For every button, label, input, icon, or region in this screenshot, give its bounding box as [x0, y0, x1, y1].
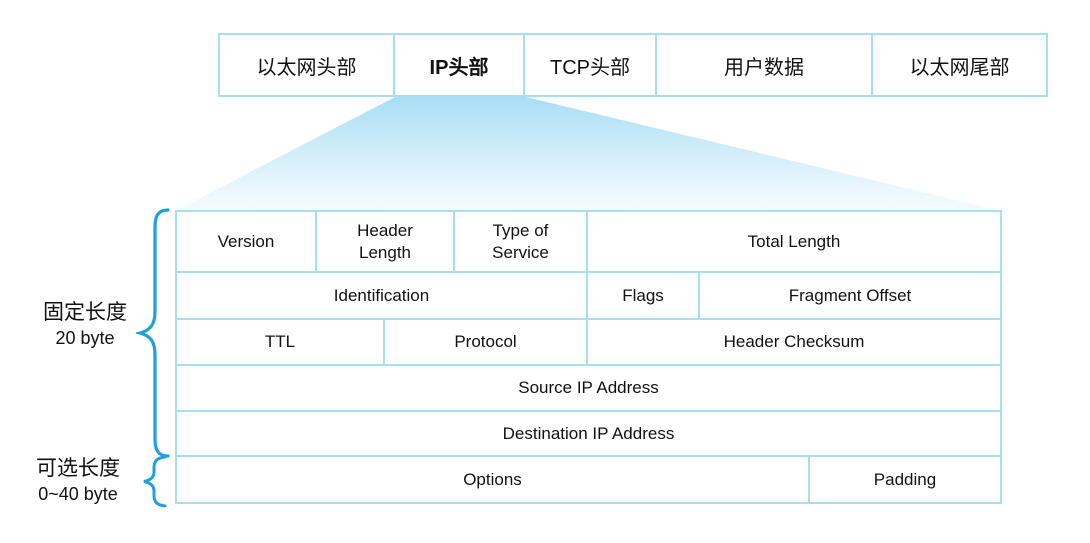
frame-cell-ip-header: IP头部 — [395, 33, 525, 97]
frame-cell-ethernet-trailer: 以太网尾部 — [873, 33, 1048, 97]
ip-field-flags: Flags — [588, 273, 700, 320]
frame-cell-user-data: 用户数据 — [657, 33, 873, 97]
ip-field-options: Options — [177, 457, 810, 502]
table-row: Options Padding — [177, 457, 1000, 502]
table-row: Identification Flags Fragment Offset — [177, 273, 1000, 320]
table-row: Version Header Length Type of Service To… — [177, 212, 1000, 273]
ip-field-protocol: Protocol — [385, 320, 588, 366]
optional-length-brace — [143, 455, 167, 508]
ethernet-frame-row: 以太网头部 IP头部 TCP头部 用户数据 以太网尾部 — [218, 33, 1048, 97]
frame-cell-tcp-header: TCP头部 — [525, 33, 657, 97]
ip-field-header-checksum: Header Checksum — [588, 320, 1000, 366]
table-row: Destination IP Address — [177, 412, 1000, 457]
ip-field-header-length: Header Length — [317, 212, 455, 273]
fixed-length-title: 固定长度 — [43, 301, 127, 324]
ip-field-identification: Identification — [177, 273, 588, 320]
ip-field-fragment-offset: Fragment Offset — [700, 273, 1000, 320]
table-row: TTL Protocol Header Checksum — [177, 320, 1000, 366]
optional-length-title: 可选长度 — [36, 457, 120, 480]
optional-length-bytes: 0~40 byte — [38, 484, 118, 504]
frame-cell-ethernet-header: 以太网头部 — [218, 33, 395, 97]
ip-field-total-length: Total Length — [588, 212, 1000, 273]
optional-length-label: 可选长度 0~40 byte — [16, 455, 140, 506]
ip-field-ttl: TTL — [177, 320, 385, 366]
ip-field-source-ip: Source IP Address — [177, 366, 1000, 412]
ip-field-version: Version — [177, 212, 317, 273]
ip-field-padding: Padding — [873, 469, 937, 489]
ip-header-table: Version Header Length Type of Service To… — [175, 210, 1002, 504]
ip-field-type-of-service: Type of Service — [455, 212, 588, 273]
expansion-funnel — [175, 97, 1002, 211]
fixed-length-brace — [136, 208, 170, 458]
fixed-length-bytes: 20 byte — [55, 328, 115, 348]
fixed-length-label: 固定长度 20 byte — [23, 299, 147, 350]
ip-field-destination-ip: Destination IP Address — [177, 412, 1000, 457]
table-row: Source IP Address — [177, 366, 1000, 412]
